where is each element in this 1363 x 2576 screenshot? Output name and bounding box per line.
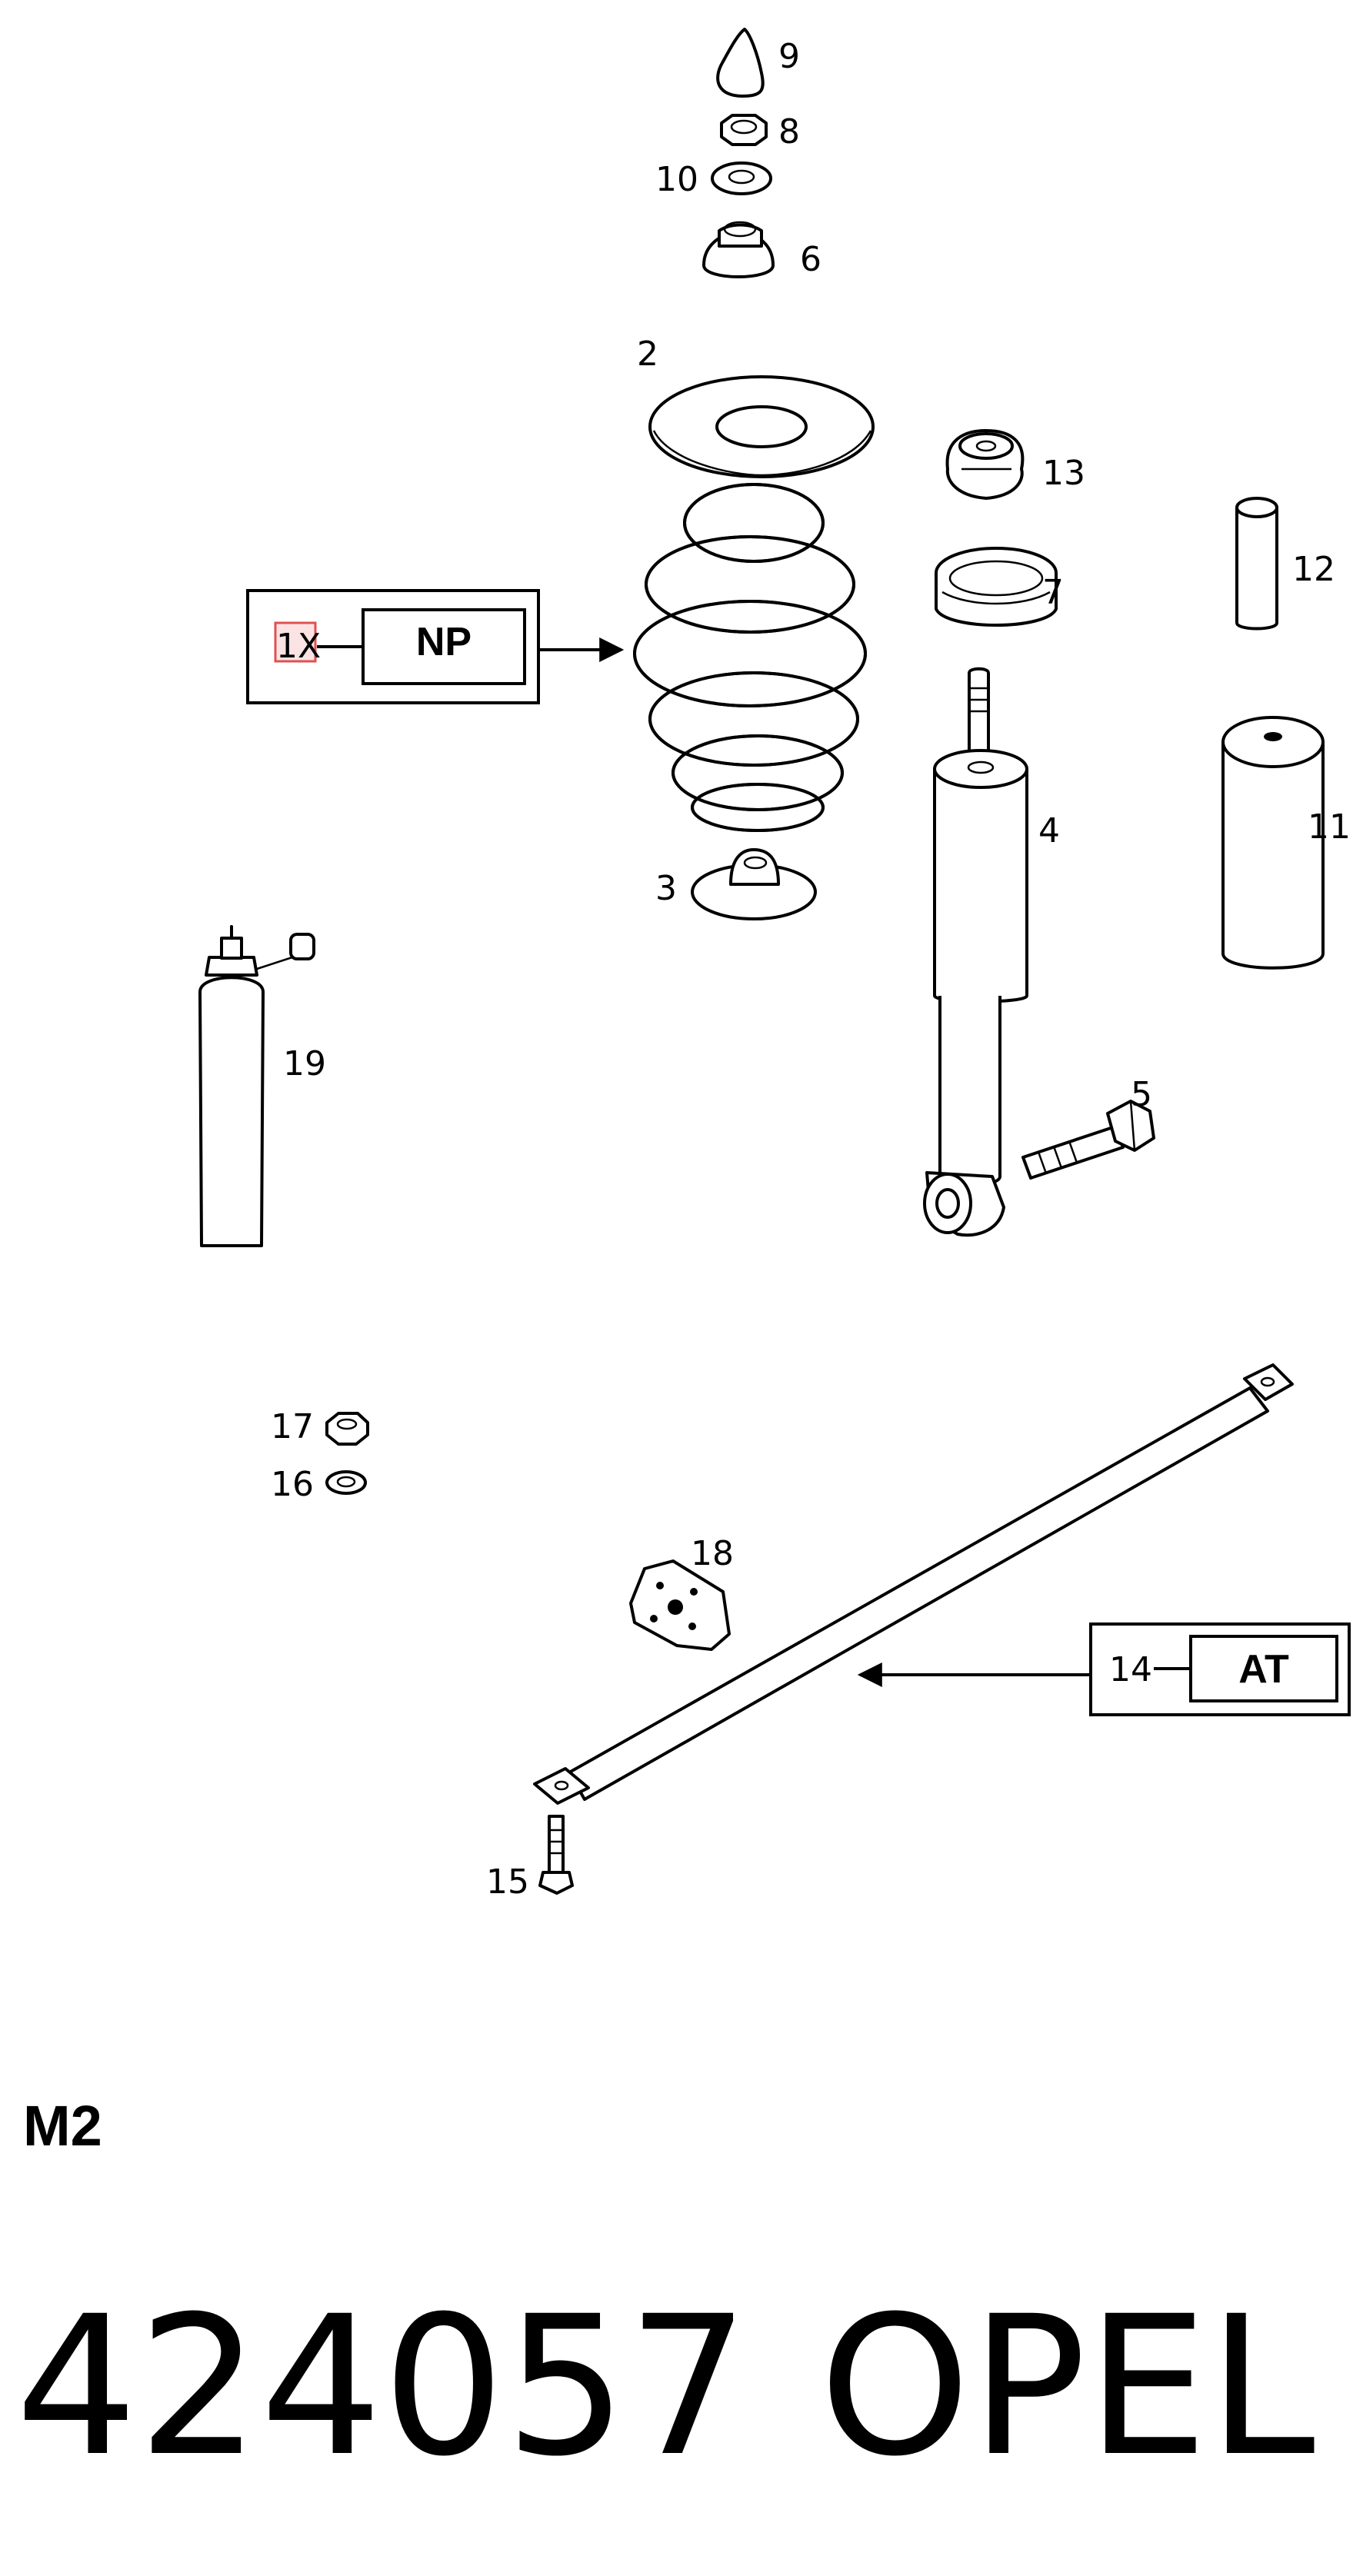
np-callout-box: [246, 589, 625, 704]
np-qty: 1X: [276, 627, 321, 666]
page-code: M2: [23, 2094, 102, 2158]
np-code: NP: [416, 620, 472, 664]
lower-spring-seat-part: [691, 848, 817, 920]
at-callout-box: [857, 1622, 1351, 1716]
part-number: 424057: [15, 2275, 749, 2498]
callout-6: 6: [800, 240, 821, 279]
at-qty: 14: [1109, 1650, 1152, 1689]
dust-cap-part: [716, 28, 765, 98]
callout-3: 3: [655, 869, 677, 908]
callout-8: 8: [778, 112, 800, 151]
callout-5: 5: [1131, 1075, 1152, 1114]
dust-boot-part: [1221, 716, 1325, 970]
callout-4: 4: [1038, 811, 1060, 850]
damper-block-part: [629, 1559, 731, 1651]
brand-name: OPEL: [819, 2275, 1315, 2498]
callout-10: 10: [655, 160, 698, 199]
protective-ring-part: [935, 547, 1058, 627]
upper-spring-seat-part: [648, 375, 875, 478]
at-code: AT: [1238, 1647, 1289, 1692]
callout-17: 17: [271, 1407, 314, 1446]
top-mount-part: [702, 221, 775, 278]
strap-bar-part: [533, 1363, 1294, 1805]
small-washer-part: [325, 1470, 367, 1495]
qty-highlight: [274, 621, 317, 663]
nut-part: [720, 114, 768, 146]
callout-11: 11: [1308, 807, 1351, 847]
washer-part: [711, 161, 772, 195]
callout-2: 2: [637, 334, 658, 374]
callout-18: 18: [691, 1534, 734, 1573]
shock-absorber-part: [923, 667, 1028, 1237]
small-bolt-part: [538, 1815, 574, 1895]
callout-12: 12: [1292, 550, 1335, 589]
sleeve-part: [1235, 497, 1278, 631]
callout-7: 7: [1042, 573, 1064, 612]
mounting-bolt-part: [1021, 1100, 1155, 1180]
callout-16: 16: [271, 1465, 314, 1504]
small-nut-part: [325, 1412, 369, 1446]
callout-9: 9: [778, 37, 800, 76]
spray-can-part: [198, 925, 315, 1247]
callout-15: 15: [486, 1862, 529, 1902]
callout-13: 13: [1042, 454, 1085, 493]
bump-stop-part: [945, 429, 1025, 500]
coil-spring-part: [633, 483, 867, 832]
callout-19: 19: [283, 1044, 326, 1083]
